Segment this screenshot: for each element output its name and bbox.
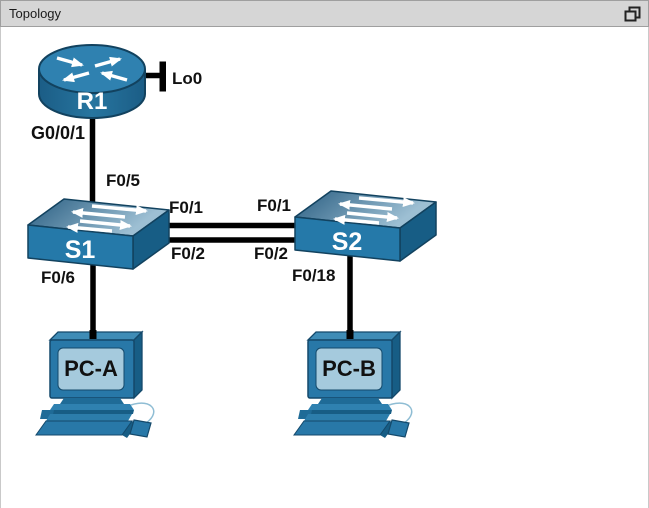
interface-label-s1-f02: F0/2 bbox=[171, 244, 205, 263]
switch-s1-icon bbox=[28, 199, 169, 269]
switch-s1-label: S1 bbox=[65, 236, 96, 264]
router-r1-label: R1 bbox=[77, 88, 108, 115]
interface-label-f06: F0/6 bbox=[41, 268, 75, 287]
interface-label-s1-f01: F0/1 bbox=[169, 198, 203, 217]
interface-label-g001: G0/0/1 bbox=[31, 123, 85, 143]
pc-a-icon bbox=[35, 331, 155, 439]
loopback-terminator bbox=[159, 61, 166, 92]
panel-title: Topology bbox=[9, 6, 62, 21]
interface-label-f05: F0/5 bbox=[106, 171, 140, 190]
restore-window-icon bbox=[624, 6, 640, 21]
interface-label-lo0: Lo0 bbox=[172, 69, 202, 88]
link-layer bbox=[89, 72, 353, 338]
restore-window-button[interactable] bbox=[623, 5, 641, 23]
pc-b-label: PC-B bbox=[322, 356, 376, 381]
switch-s2-icon bbox=[295, 191, 436, 261]
interface-label-s2-f01: F0/1 bbox=[257, 196, 291, 215]
topology-canvas: R1 S1 S2 PC-A PC-B Lo0 G0/0/1 F0/5 F0/1 … bbox=[0, 27, 649, 508]
interface-label-s2-f02: F0/2 bbox=[254, 244, 288, 263]
topology-svg: R1 S1 S2 PC-A PC-B Lo0 G0/0/1 F0/5 F0/1 … bbox=[0, 27, 649, 508]
pc-b-cable-plug bbox=[346, 330, 354, 339]
interface-label-f018: F0/18 bbox=[292, 266, 335, 285]
panel-titlebar: Topology bbox=[0, 0, 649, 27]
pc-a-label: PC-A bbox=[64, 356, 118, 381]
router-r1-icon bbox=[38, 44, 146, 119]
pc-b-icon bbox=[293, 331, 413, 439]
pc-a-cable-plug bbox=[89, 330, 97, 339]
router-arrows-icon bbox=[56, 56, 128, 83]
switch-s2-label: S2 bbox=[332, 228, 363, 256]
